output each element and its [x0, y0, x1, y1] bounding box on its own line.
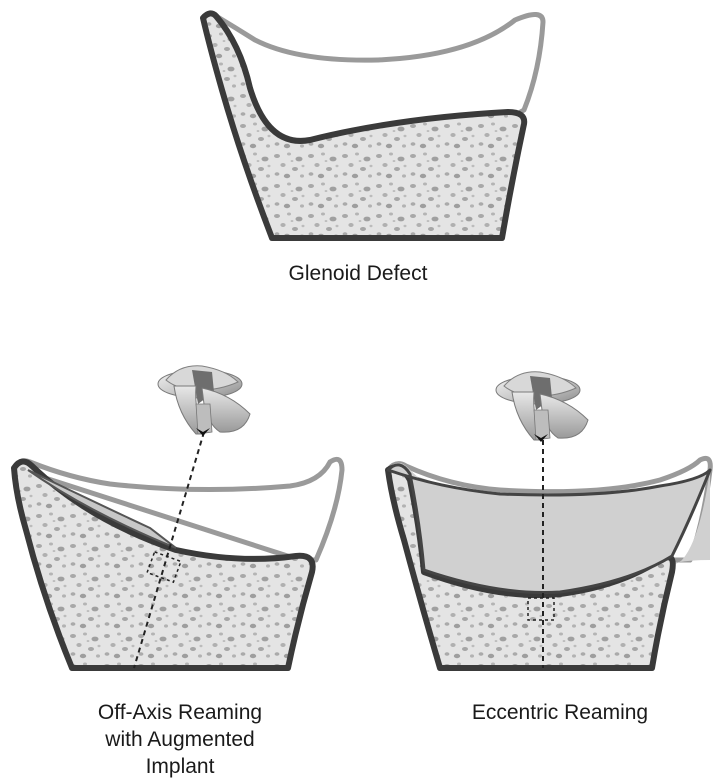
eccentric-reaming-figure — [388, 372, 710, 668]
glenoid-implant-icon — [158, 366, 250, 436]
caption-glenoid-defect: Glenoid Defect — [208, 260, 508, 287]
glenoid-bone — [203, 13, 524, 238]
glenoid-implant-icon — [496, 372, 588, 442]
caption-line: Off-Axis Reaming — [30, 699, 330, 726]
glenoid-defect-figure — [203, 13, 543, 238]
caption-off-axis-reaming: Off-Axis Reaming with Augmented Implant — [30, 699, 330, 780]
caption-text: Glenoid Defect — [208, 260, 508, 287]
caption-text: Eccentric Reaming — [400, 699, 717, 726]
reamed-bone — [14, 461, 313, 668]
caption-line: with Augmented — [30, 726, 330, 753]
off-axis-reaming-figure — [14, 366, 342, 668]
caption-eccentric-reaming: Eccentric Reaming — [400, 699, 717, 726]
caption-line: Implant — [30, 753, 330, 780]
